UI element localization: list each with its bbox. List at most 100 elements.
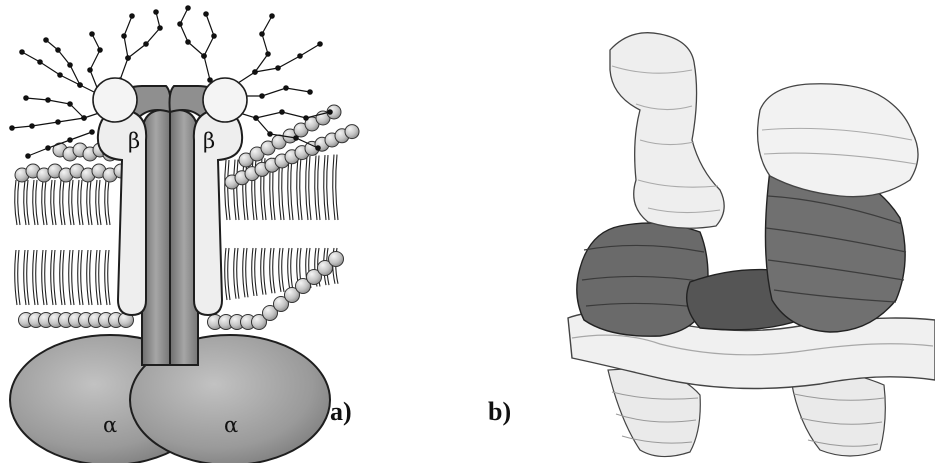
lipid-tail [87, 180, 89, 225]
lipid-tail [96, 180, 98, 225]
sugar-residue [68, 102, 72, 106]
lipid-tail [243, 248, 245, 297]
lipid-tail [36, 180, 38, 225]
sugar-residue [122, 34, 126, 38]
sugar-residue [58, 73, 62, 77]
lipid-tail [99, 250, 101, 305]
lipid-tail [327, 155, 329, 220]
sugar-residue [318, 42, 322, 46]
sugar-residue [68, 138, 72, 142]
lipid-tail [96, 250, 98, 305]
sugar-chain [46, 40, 80, 85]
lipid-tail [108, 250, 110, 305]
lipid-head [329, 252, 344, 267]
sugar-residue [266, 52, 270, 56]
sugar-chain [180, 8, 204, 56]
lipid-tail [306, 156, 308, 220]
sugar-residue [316, 146, 320, 150]
sugar-residue [328, 110, 332, 114]
lipid-tail [225, 248, 227, 300]
sugar-residue [68, 63, 72, 67]
lipid-tail [243, 159, 245, 220]
sugar-residue [56, 48, 60, 52]
lipid-tail [225, 160, 227, 220]
lipid-tail [237, 248, 239, 299]
sugar-residue [90, 32, 94, 36]
alpha-label-left: α [103, 413, 117, 437]
lipid-tail [291, 248, 293, 291]
lipid-tail [18, 250, 20, 305]
lipid-tail [333, 155, 335, 220]
sugar-residue [260, 94, 264, 98]
sugar-residue [20, 50, 24, 54]
sugar-chain [120, 16, 132, 80]
lipid-tail [246, 248, 248, 297]
lipid-tail [15, 250, 17, 305]
lipid-tail [108, 180, 110, 225]
sugar-residue [46, 146, 50, 150]
lipid-tail [45, 180, 47, 225]
lipid-tail [60, 250, 62, 305]
sugar-residue [26, 154, 30, 158]
lipid-tail [228, 248, 230, 300]
sugar-residue [44, 38, 48, 42]
lipid-tail [90, 250, 92, 305]
sugar-chain [26, 98, 84, 118]
lipid-head [345, 125, 359, 139]
lipid-tail [336, 155, 338, 220]
panel-b [568, 33, 935, 457]
sugar-residue [304, 116, 308, 120]
sugar-residue [294, 136, 298, 140]
lipid-tail [54, 180, 56, 225]
lipid-tail [324, 155, 326, 220]
sugar-residue [56, 120, 60, 124]
sugar-residue [253, 70, 257, 74]
beta-label-left: β [128, 129, 140, 153]
lipid-tail [60, 180, 62, 225]
sugar-residue [82, 116, 86, 120]
sugar-residue [254, 116, 258, 120]
lipid-tail [105, 180, 107, 225]
sugar-residue [144, 42, 148, 46]
lipid-tail [69, 180, 71, 225]
lipid-tail [33, 180, 35, 225]
lipid-tail [45, 250, 47, 305]
sugar-residue [90, 130, 94, 134]
sugar-residue [38, 60, 42, 64]
sugar-residue [24, 96, 28, 100]
sugar-residue [46, 98, 50, 102]
panel-a-label: a) [330, 399, 352, 425]
lipid-tail [78, 250, 80, 305]
lipid-tail [24, 180, 26, 225]
sugar-residue [178, 22, 182, 26]
sugar-chain [235, 16, 272, 85]
lipid-tail [63, 250, 65, 305]
sugar-residue [10, 126, 14, 130]
sugar-residue [158, 26, 162, 30]
lipid-tail [15, 180, 17, 225]
lipid-tail [27, 250, 29, 305]
panel-b-label: b) [488, 399, 511, 425]
sugar-residue [212, 34, 216, 38]
sugar-residue [98, 48, 102, 52]
lipid-tail [234, 160, 236, 220]
lipid-tail [99, 180, 101, 225]
sugar-residue [308, 90, 312, 94]
lipid-tail [273, 248, 275, 293]
sugar-chain [12, 110, 108, 128]
lipid-tail [234, 248, 236, 299]
lipid-tail [51, 250, 53, 305]
alpha-label-right: α [224, 413, 238, 437]
lipid-tail [72, 180, 74, 225]
lipid-tail [69, 250, 71, 305]
lipid-tail [270, 248, 272, 293]
lipid-tail [315, 156, 317, 221]
sugar-residue [126, 56, 130, 60]
lipid-tail [42, 180, 44, 225]
sugar-chain [204, 14, 214, 80]
lipid-tail [54, 250, 56, 305]
lipid-tail [309, 156, 311, 220]
sugar-residue [88, 68, 92, 72]
sugar-residue [284, 86, 288, 90]
